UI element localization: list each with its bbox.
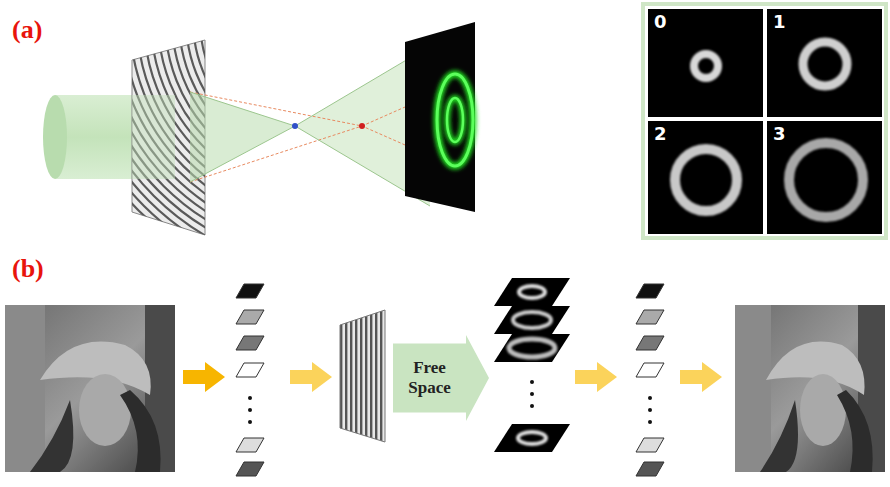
flow-arrow (290, 362, 332, 392)
mode-ring (789, 143, 863, 217)
ellipsis-dots (648, 396, 652, 424)
ring-pattern (437, 74, 473, 166)
mode-panel-label: 2 (648, 121, 763, 234)
panel-label: (b) (12, 256, 44, 282)
mode-panel (767, 9, 882, 117)
hologram-grating (340, 310, 385, 442)
mode-panel (648, 121, 763, 234)
flow-arrow (183, 362, 225, 392)
hologram-fringes (60, 0, 600, 290)
text-holder: 2 (648, 121, 763, 143)
free-space-arrow: Free Space (393, 335, 489, 421)
callout-number: 2 (648, 121, 763, 143)
mode-ring (675, 149, 737, 211)
input-image (735, 305, 885, 472)
mode-ring (694, 54, 718, 78)
callout-number: 1 (767, 9, 882, 31)
ring-pattern (437, 74, 473, 166)
arrow-shape (393, 335, 489, 421)
ray-line (190, 92, 430, 126)
converging-cone (190, 92, 295, 182)
mode-panel-label: 1 (767, 9, 882, 117)
beam-end (43, 95, 67, 179)
text-holder: 0 (648, 9, 763, 31)
ring-pattern (447, 98, 463, 142)
beam-through-plate (132, 95, 175, 179)
flow-arrow (680, 362, 722, 392)
ellipsis-dots (530, 380, 534, 408)
text-holder: 1 (767, 9, 882, 31)
mode-panel-label: 0 (648, 9, 763, 117)
mode-panel-label: 3 (767, 121, 882, 234)
mode-panel (767, 121, 882, 234)
ellipsis-dots (248, 396, 252, 424)
focus-point (359, 123, 365, 129)
ray-line (190, 46, 430, 126)
focus-point (292, 123, 298, 129)
screen (405, 22, 475, 212)
pixel-stack (236, 284, 264, 476)
ring-pattern (447, 98, 463, 142)
ring-stack (494, 278, 570, 452)
arrow-label: Free Space (393, 358, 466, 397)
text-holder: 3 (767, 121, 882, 143)
callout-number: 0 (648, 9, 763, 31)
pixel-stack (636, 284, 664, 476)
ray-line (190, 126, 430, 206)
flow-arrow (575, 362, 617, 392)
callout-number: 3 (767, 121, 882, 143)
mode-ring (803, 42, 847, 86)
panel-label: (a) (12, 17, 42, 43)
text-holder: Free Space (393, 358, 466, 397)
mode-panel (648, 9, 763, 117)
inset-frame (643, 4, 886, 238)
input-image (5, 305, 175, 472)
